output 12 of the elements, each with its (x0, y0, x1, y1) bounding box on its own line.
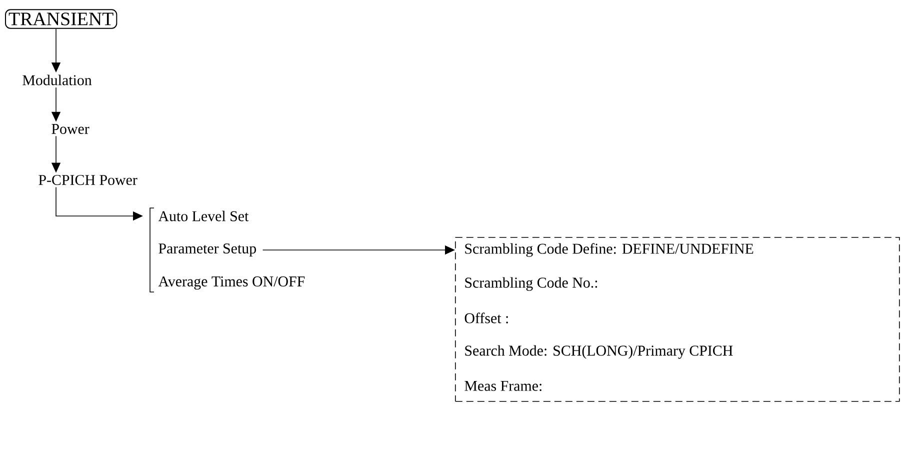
menu-label: P-CPICH Power (38, 174, 138, 185)
menu-item: Meas Frame: (464, 381, 542, 391)
menu-label: Power (52, 124, 90, 134)
menu-label: Parameter Setup (158, 243, 256, 257)
menu-label: Modulation (22, 74, 92, 86)
menu-item: Scrambling Code No.: (465, 277, 598, 291)
menu-item: Scrambling Code Define: DEFINE/UNDEFINE (465, 243, 754, 257)
menu-label: Average Times ON/OFF (158, 276, 305, 290)
menu-label: Auto Level Set (158, 210, 249, 222)
mode-box: TRANSIENT (5, 9, 118, 29)
menu-item: Offset : (464, 312, 508, 324)
menu-item: Search Mode: SCH(LONG)/Primary CPICH (465, 345, 733, 359)
